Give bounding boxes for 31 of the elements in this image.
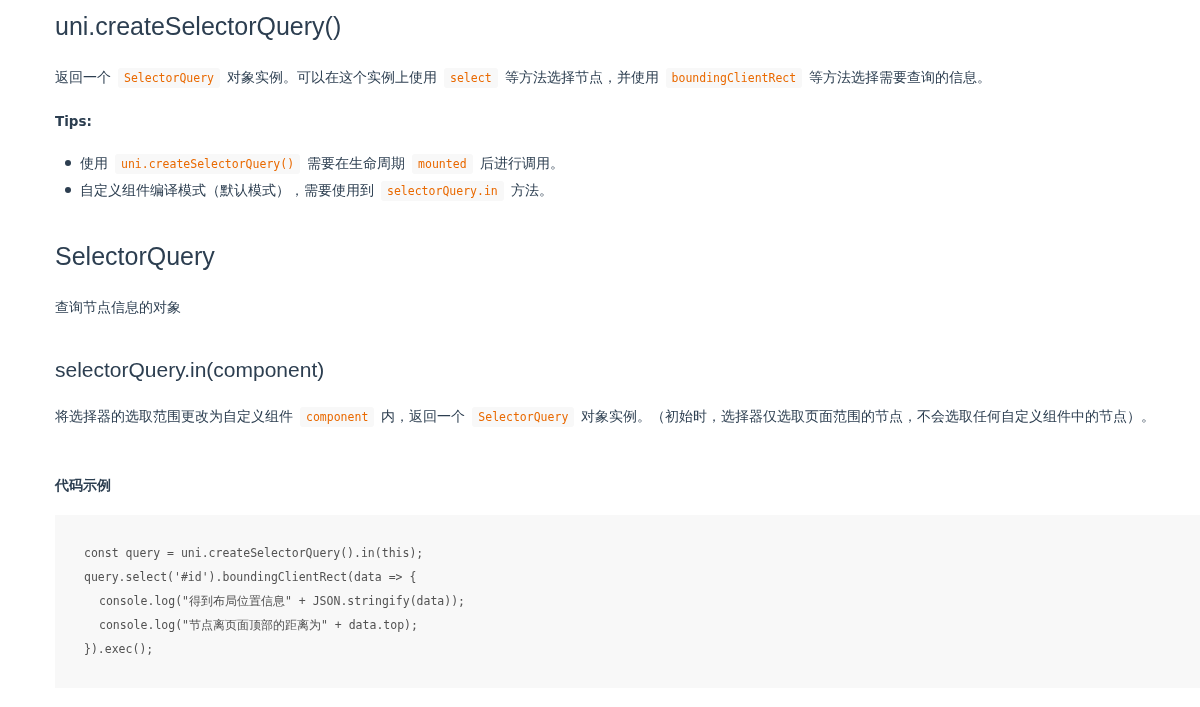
paragraph-text: 使用 [80,155,108,171]
inline-code: select [444,68,498,88]
inline-code: boundingClientRect [665,68,803,88]
paragraph-text: 等方法选择节点，并使用 [504,69,659,85]
code-line: const query = uni.createSelectorQuery().in(this); [84,545,424,561]
heading: selectorQuery.in(component) [55,358,325,381]
inline-code: selectorQuery.in [381,181,504,201]
paragraph-text: 后进行调用。 [479,155,564,171]
heading: SelectorQuery [55,242,215,270]
bold-heading: Tips: [55,113,92,129]
paragraph-text: 内，返回一个 [381,408,466,424]
code-line: console.log("节点离页面顶部的距离为" + data.top); [99,617,418,633]
inline-code: uni.createSelectorQuery() [115,154,301,174]
paragraph-text: 需要在生命周期 [307,155,406,171]
heading: uni.createSelectorQuery() [55,12,342,40]
paragraph-text: 等方法选择需要查询的信息。 [809,69,992,85]
paragraph-text: 将选择器的选取范围更改为自定义组件 [55,408,293,424]
code-line: console.log("得到布局位置信息" + JSON.stringify(data)); [99,593,466,609]
bold-heading: 代码示例 [55,477,111,493]
paragraph-text: 对象实例。（初始时，选择器仅选取页面范围的节点，不会选取任何自定义组件中的节点）。 [581,408,1156,424]
paragraph-text: 返回一个 [55,69,111,85]
inline-code: SelectorQuery [118,68,220,88]
inline-code: component [300,407,375,427]
paragraph-text: 方法。 [510,182,553,198]
code-line: }).exec(); [84,641,154,657]
code-line: query.select('#id').boundingClientRect(data => { [84,569,417,585]
inline-code: mounted [412,154,473,174]
inline-code: SelectorQuery [472,407,575,427]
paragraph-text: 对象实例。可以在这个实例上使用 [227,69,437,85]
paragraph-text: 自定义组件编译模式（默认模式），需要使用到 [80,182,374,198]
paragraph-text: 查询节点信息的对象 [55,299,181,315]
